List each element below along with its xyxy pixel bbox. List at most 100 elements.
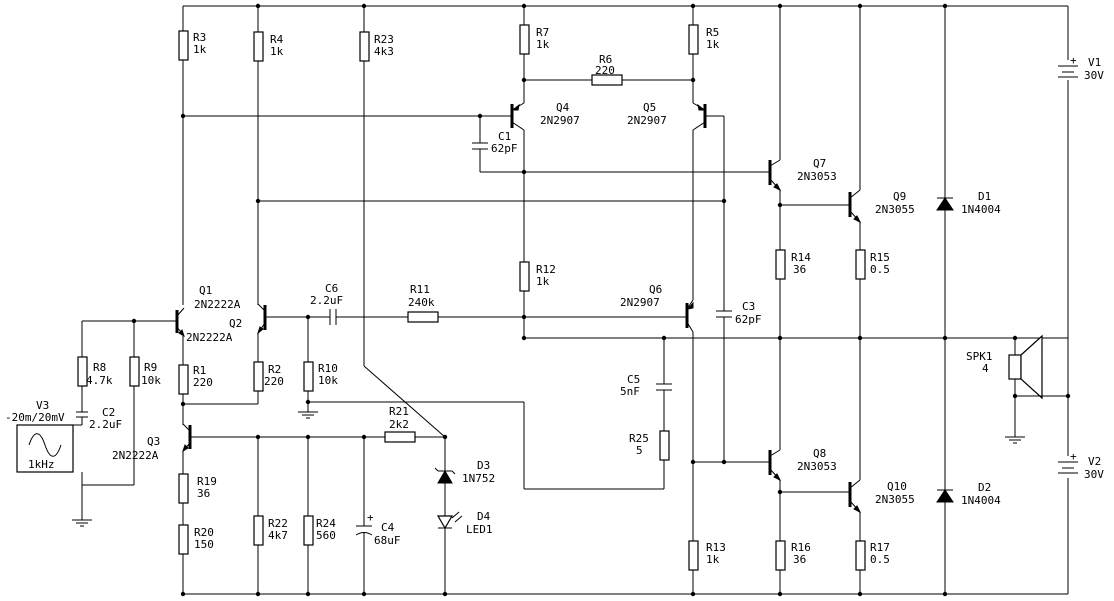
r21-ref: R21 <box>389 405 409 418</box>
q5-ref: Q5 <box>643 101 656 114</box>
r16-ref: R16 <box>791 541 811 554</box>
v3-value: -20m/20mV <box>5 411 65 424</box>
resistor-r10: R10 10k <box>303 361 338 392</box>
transistor-q3: Q3 2N2222A <box>112 423 445 462</box>
battery-v1: + V1 30V <box>1058 54 1104 82</box>
ground-speaker <box>1005 436 1025 444</box>
zener-d3: D3 1N752 <box>434 459 495 485</box>
r9-value: 10k <box>141 374 161 387</box>
resistor-r22: R22 4k7 <box>253 515 288 546</box>
q4-ref: Q4 <box>556 101 570 114</box>
spk1-ref: SPK1 <box>966 350 993 363</box>
q8-value: 2N3053 <box>797 460 837 473</box>
c6-value: 2.2uF <box>310 294 343 307</box>
transistor-q4: Q4 2N2907 <box>505 101 580 131</box>
v1-value: 30V <box>1084 69 1104 82</box>
c2-value: 2.2uF <box>89 418 122 431</box>
resistor-r25: R25 5 <box>629 430 670 461</box>
transistor-q10: Q10 2N3055 <box>848 479 915 514</box>
d2-value: 1N4004 <box>961 494 1001 507</box>
resistor-r5: R5 1k <box>688 24 720 55</box>
resistor-r20: R20 150 <box>178 524 214 555</box>
q6-ref: Q6 <box>649 283 662 296</box>
capacitor-c4: + C4 68uF <box>355 511 401 547</box>
r12-value: 1k <box>536 275 550 288</box>
q4-value: 2N2907 <box>540 114 580 127</box>
r14-ref: R14 <box>791 251 811 264</box>
d1-ref: D1 <box>978 190 991 203</box>
resistor-r15: R15 0.5 <box>855 249 890 280</box>
resistor-r17: R17 0.5 <box>855 540 890 571</box>
q7-ref: Q7 <box>813 157 826 170</box>
transistor-q9: Q9 2N3055 <box>848 189 915 224</box>
r14-value: 36 <box>793 263 806 276</box>
ground-input <box>72 519 92 527</box>
d4-ref: D4 <box>477 510 491 523</box>
r8-ref: R8 <box>93 361 106 374</box>
r4-ref: R4 <box>270 33 284 46</box>
d4-value: LED1 <box>466 523 493 536</box>
q10-ref: Q10 <box>887 480 907 493</box>
q9-value: 2N3055 <box>875 203 915 216</box>
capacitor-c3: C3 62pF <box>716 300 762 326</box>
resistor-r21: R21 2k2 <box>384 405 416 443</box>
transistor-q1: Q1 2N2222A <box>82 284 241 338</box>
r17-ref: R17 <box>870 541 890 554</box>
resistor-r24: R24 560 <box>303 515 336 546</box>
transistor-q2: Q2 <box>229 303 308 335</box>
v1-plus: + <box>1070 54 1077 67</box>
v3-freq: 1kHz <box>28 458 55 471</box>
r7-value: 1k <box>536 38 550 51</box>
r9-ref: R9 <box>144 361 157 374</box>
r24-value: 560 <box>316 529 336 542</box>
resistor-r13: R13 1k <box>688 540 726 571</box>
v2-value: 30V <box>1084 468 1104 481</box>
r6-value: 220 <box>595 64 615 77</box>
r5-value: 1k <box>706 38 720 51</box>
r2-ref: R2 <box>268 363 281 376</box>
resistor-r2: R2 220 <box>253 361 284 392</box>
diode-d1: D1 1N4004 <box>936 190 1001 216</box>
resistor-r9: R9 10k <box>129 356 161 387</box>
d3-value: 1N752 <box>462 472 495 485</box>
battery-v2: + V2 30V <box>1058 450 1104 481</box>
r10-value: 10k <box>318 374 338 387</box>
capacitor-c1: C1 62pF <box>472 116 518 172</box>
r24-ref: R24 <box>316 517 336 530</box>
r6-ref: R6 <box>599 53 612 66</box>
v2-plus: + <box>1070 450 1077 463</box>
r22-value: 4k7 <box>268 529 288 542</box>
signal-source-v3: V3 -20m/20mV 1kHz <box>5 399 82 473</box>
r1-ref: R1 <box>193 364 206 377</box>
resistor-r23: R23 4k3 <box>359 31 394 62</box>
c5-value: 5nF <box>620 385 640 398</box>
r12-ref: R12 <box>536 263 556 276</box>
r4-value: 1k <box>270 45 284 58</box>
r19-ref: R19 <box>197 475 217 488</box>
resistor-r14: R14 36 <box>775 249 811 280</box>
r17-value: 0.5 <box>870 553 890 566</box>
c6-ref: C6 <box>325 282 338 295</box>
c3-ref: C3 <box>742 300 755 313</box>
v3-ref: V3 <box>36 399 49 412</box>
ground-r10 <box>298 411 318 419</box>
r8-value: 4.7k <box>86 374 113 387</box>
resistor-r4: R4 1k <box>253 31 284 62</box>
c5-ref: C5 <box>627 373 640 386</box>
resistor-r16: R16 36 <box>775 540 811 571</box>
v1-ref: V1 <box>1088 56 1101 69</box>
v2-ref: V2 <box>1088 455 1101 468</box>
q8-ref: Q8 <box>813 447 826 460</box>
c4-value: 68uF <box>374 534 401 547</box>
q10-value: 2N3055 <box>875 493 915 506</box>
r13-value: 1k <box>706 553 720 566</box>
capacitor-c5: C5 5nF <box>620 373 672 398</box>
speaker-spk1: SPK1 4 <box>966 334 1043 400</box>
r7-ref: R7 <box>536 26 549 39</box>
resistor-r6: R6 220 <box>591 53 623 86</box>
q6-value: 2N2907 <box>620 296 660 309</box>
resistor-r19: R19 36 <box>178 473 217 504</box>
r16-value: 36 <box>793 553 806 566</box>
transistor-q6: Q6 2N2907 <box>524 283 694 333</box>
